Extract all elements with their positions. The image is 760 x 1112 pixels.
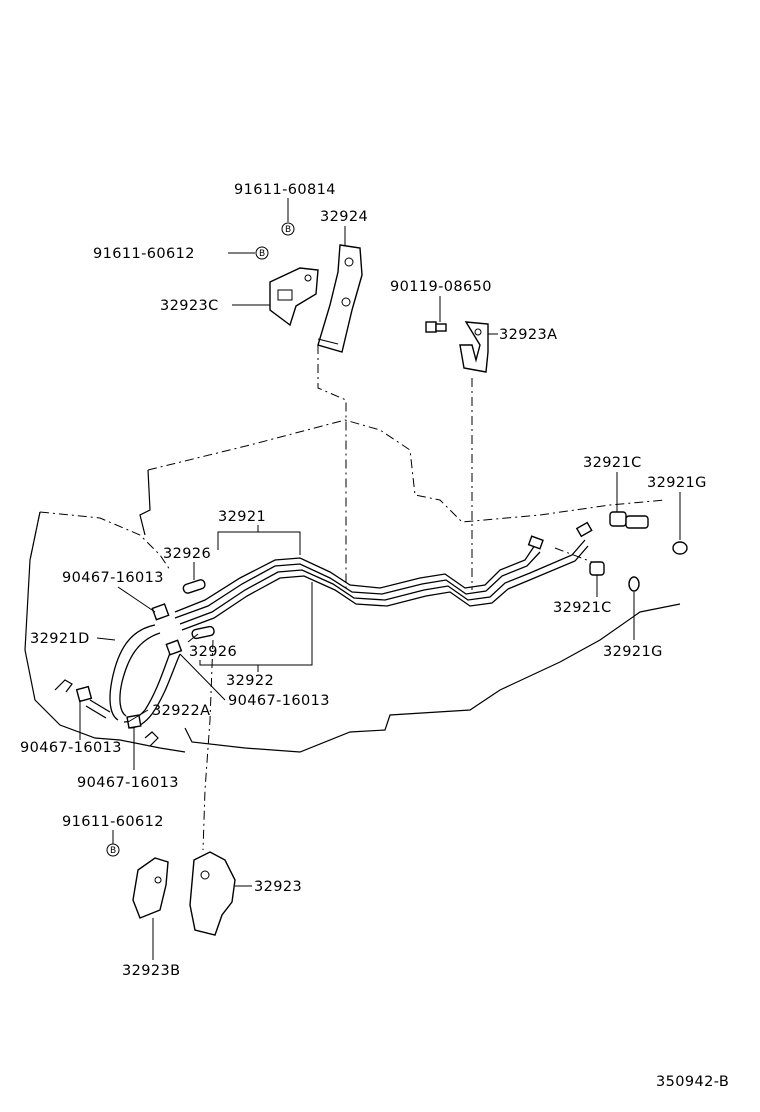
- label-90467-16013-b: 90467-16013: [228, 693, 330, 709]
- small-parts: [54, 321, 688, 747]
- label-32921D: 32921D: [30, 631, 90, 647]
- bolt-mark-icon: [281, 222, 295, 236]
- leader-lines: [202, 345, 601, 851]
- diagram-id: 350942-B: [656, 1074, 729, 1090]
- label-90467-16013-c: 90467-16013: [20, 740, 122, 756]
- label-91611-60612-top: 91611-60612: [93, 246, 195, 262]
- label-32921C-top: 32921C: [583, 455, 642, 471]
- label-32923B: 32923B: [122, 963, 180, 979]
- label-32926-top: 32926: [163, 546, 211, 562]
- label-32922A: 32922A: [152, 703, 210, 719]
- label-32923A: 32923A: [499, 327, 557, 343]
- label-32923: 32923: [254, 879, 302, 895]
- label-90467-16013-d: 90467-16013: [77, 775, 179, 791]
- label-32921G-top: 32921G: [647, 475, 707, 491]
- transmission-outline: [24, 419, 681, 753]
- bolt-mark-3: B: [110, 846, 116, 856]
- bolt-mark-icon: [255, 246, 269, 260]
- label-32922: 32922: [226, 673, 274, 689]
- part-labels: 91611-60814 32924 91611-60612 32923C 901…: [20, 182, 729, 1090]
- label-32921: 32921: [218, 509, 266, 525]
- label-32924: 32924: [320, 209, 368, 225]
- bolt-marks: B B B: [106, 222, 295, 857]
- bolt-mark-2: B: [259, 249, 265, 259]
- callout-lines: [79, 198, 681, 960]
- brackets: [132, 244, 489, 936]
- label-90467-16013-a: 90467-16013: [62, 570, 164, 586]
- label-32921G-bot: 32921G: [603, 644, 663, 660]
- bolt-mark-1: B: [285, 225, 291, 235]
- label-32921C-bot: 32921C: [553, 600, 612, 616]
- label-91611-60814: 91611-60814: [234, 182, 336, 198]
- brake-pipes: [174, 521, 593, 631]
- label-90119-08650: 90119-08650: [390, 279, 492, 295]
- label-91611-60612-bot: 91611-60612: [62, 814, 164, 830]
- label-32923C: 32923C: [160, 298, 219, 314]
- label-32926-mid: 32926: [189, 644, 237, 660]
